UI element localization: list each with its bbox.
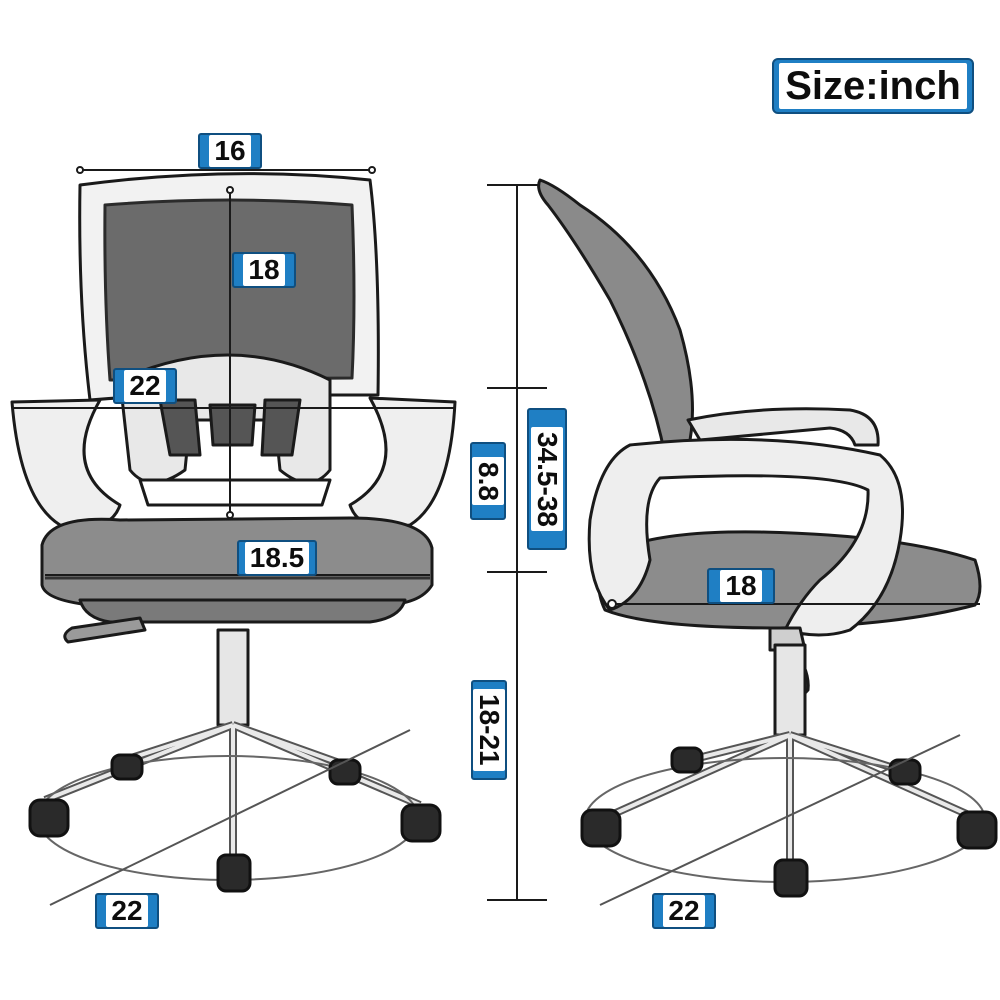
seat-width-badge: 18.5 xyxy=(237,540,317,576)
seat-depth-label: 18 xyxy=(720,570,762,602)
backrest-height-label: 18 xyxy=(243,254,285,286)
top-width-label: 16 xyxy=(209,135,251,167)
side-base-diameter-line xyxy=(599,734,961,906)
total-height-badge: 34.5-38 xyxy=(527,408,567,550)
vertical-dimension-lines xyxy=(487,184,547,901)
seat-depth-badge: 18 xyxy=(707,568,775,604)
top-width-badge: 16 xyxy=(198,133,262,169)
seat-height-badge: 18-21 xyxy=(471,680,507,780)
seat-height-label: 18-21 xyxy=(473,689,505,771)
arm-width-badge: 22 xyxy=(113,368,177,404)
base-diameter-line xyxy=(49,729,411,906)
armrest-height-label: 8.8 xyxy=(472,456,504,506)
total-height-label: 34.5-38 xyxy=(531,426,563,532)
front-base-diameter-label: 22 xyxy=(106,895,148,927)
front-base-diameter-badge: 22 xyxy=(95,893,159,929)
side-dimension-lines xyxy=(599,599,980,906)
unit-badge: Size:inch xyxy=(772,58,974,114)
front-dimension-lines xyxy=(12,166,455,906)
backrest-height-badge: 18 xyxy=(232,252,296,288)
unit-label: Size:inch xyxy=(779,63,967,109)
arm-width-label: 22 xyxy=(124,370,166,402)
side-chair-drawing xyxy=(537,178,998,898)
seat-width-label: 18.5 xyxy=(244,542,310,574)
side-base-diameter-label: 22 xyxy=(663,895,705,927)
side-base-diameter-badge: 22 xyxy=(652,893,716,929)
armrest-height-badge: 8.8 xyxy=(470,442,506,520)
